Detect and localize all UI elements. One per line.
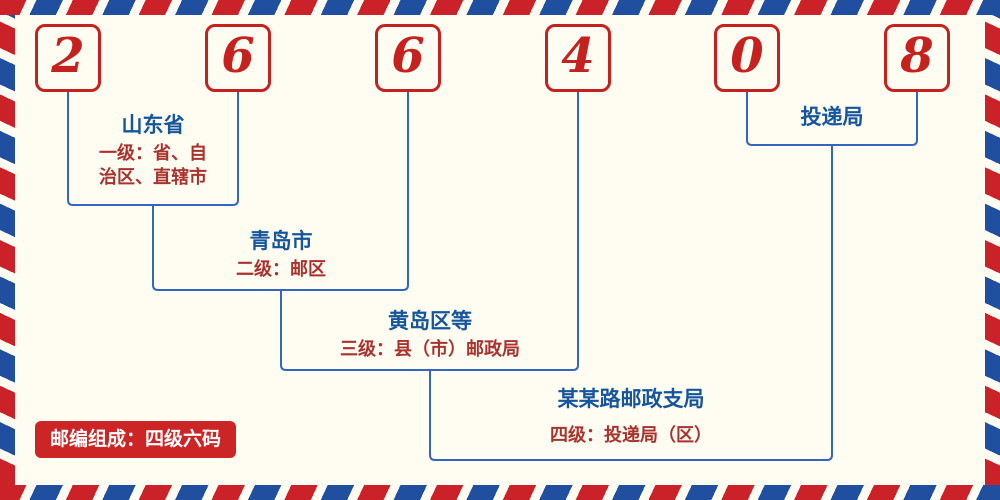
label-level1: 山东省 一级：省、自 治区、直辖市: [99, 112, 207, 190]
digit-box-1: 2: [35, 24, 101, 92]
level1-region-name: 山东省: [121, 113, 185, 137]
delivery-bracket-line: [746, 92, 918, 146]
digit-box-3: 6: [375, 24, 441, 92]
digit-box-4: 4: [545, 24, 611, 92]
digit-2: 6: [221, 28, 255, 84]
level1-description-line2: 治区、直辖市: [99, 167, 207, 188]
airmail-border-top: [0, 0, 1000, 15]
level4-description: 四级：投递局（区）: [550, 425, 712, 446]
label-level4: 某某路邮政支局 四级：投递局（区）: [550, 386, 712, 448]
digit-4: 4: [561, 28, 595, 84]
label-level3: 黄岛区等 三级：县（市）邮政局: [340, 308, 520, 362]
airmail-border-left: [0, 15, 15, 485]
level1-description-line1: 一级：省、自: [99, 143, 207, 164]
label-level2: 青岛市 二级：邮区: [236, 228, 326, 282]
digit-3: 6: [391, 28, 425, 84]
airmail-border-bottom: [0, 485, 1000, 500]
level2-description: 二级：邮区: [236, 259, 326, 280]
level2-region-name: 青岛市: [249, 229, 313, 253]
digit-box-6: 8: [884, 24, 950, 92]
digit-1: 2: [51, 28, 85, 84]
airmail-border-right: [985, 15, 1000, 485]
composition-badge: 邮编组成：四级六码: [35, 421, 237, 458]
level4-office-name: 某某路邮政支局: [557, 387, 705, 411]
digit-box-2: 6: [205, 24, 271, 92]
level3-region-name: 黄岛区等: [388, 309, 472, 333]
delivery-office-name: 投递局: [800, 105, 864, 129]
label-delivery-office: 投递局: [801, 104, 864, 130]
level4-connector-line: [429, 145, 833, 461]
digit-5: 0: [730, 28, 764, 84]
level3-description: 三级：县（市）邮政局: [340, 339, 520, 360]
digit-box-5: 0: [714, 24, 780, 92]
digit-6: 8: [900, 28, 934, 84]
